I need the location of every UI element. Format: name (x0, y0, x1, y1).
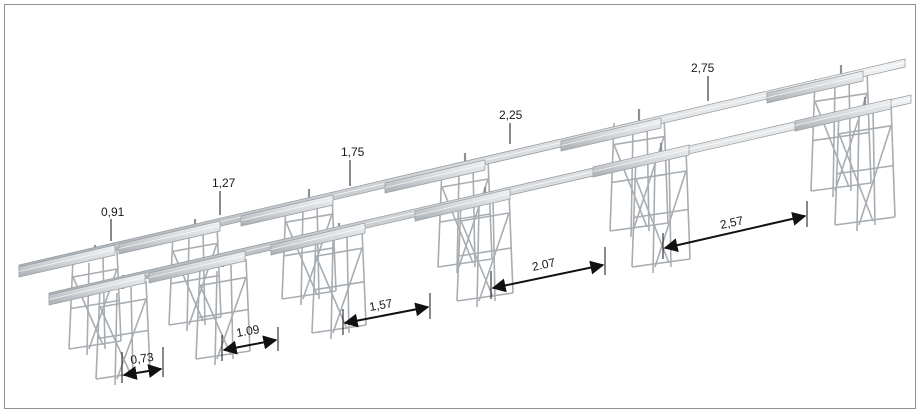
diagram-frame: 0,91 1,27 1,75 2,25 2,75 0,73 1.09 1,57 … (4, 4, 916, 409)
lower-cross-head-3 (414, 188, 511, 222)
lower-scaffold-4 (631, 143, 691, 274)
span-label-2: 1,57 (368, 296, 394, 314)
span-label-0: 0,73 (129, 350, 154, 367)
span-dimension-4: 2,57 (662, 201, 808, 259)
scaffold-supports (68, 65, 896, 386)
lower-cross-head-4 (592, 144, 690, 178)
span-label-4: 2,57 (719, 213, 745, 232)
lower-cross-head-5 (794, 98, 892, 132)
span-dimension-3: 2.07 (490, 247, 606, 299)
upper-cross-head-0 (18, 244, 116, 278)
label-leaders (110, 76, 709, 241)
rail-label-3: 2,25 (499, 108, 523, 122)
span-label-1: 1.09 (235, 322, 261, 340)
upper-cross-head-4 (560, 117, 662, 152)
lower-scaffold-0 (95, 275, 151, 386)
rail-label-0: 0,91 (101, 205, 125, 219)
upper-scaffold-2 (281, 189, 337, 306)
upper-cross-head-2 (240, 194, 334, 227)
scaffold-rail-diagram: 0,91 1,27 1,75 2,25 2,75 0,73 1.09 1,57 … (18, 58, 912, 386)
lower-cross-head-2 (270, 222, 366, 256)
lower-cross-head-0 (48, 272, 146, 306)
upper-cross-head-3 (384, 159, 486, 194)
lower-cross-head-1 (148, 250, 246, 284)
span-label-3: 2.07 (531, 255, 557, 274)
crane-rails (18, 58, 912, 306)
upper-cross-head-5 (766, 70, 864, 104)
span-dimension-2: 1,57 (342, 293, 431, 335)
rail-label-1: 1,27 (212, 176, 236, 190)
rail-label-2: 1,75 (341, 145, 365, 159)
lower-scaffold-5 (834, 97, 896, 232)
span-dimension-1: 1.09 (221, 322, 279, 361)
span-dimension-0: 0,73 (121, 347, 164, 383)
rail-label-4: 2,75 (691, 61, 715, 75)
upper-cross-head-1 (118, 220, 221, 255)
